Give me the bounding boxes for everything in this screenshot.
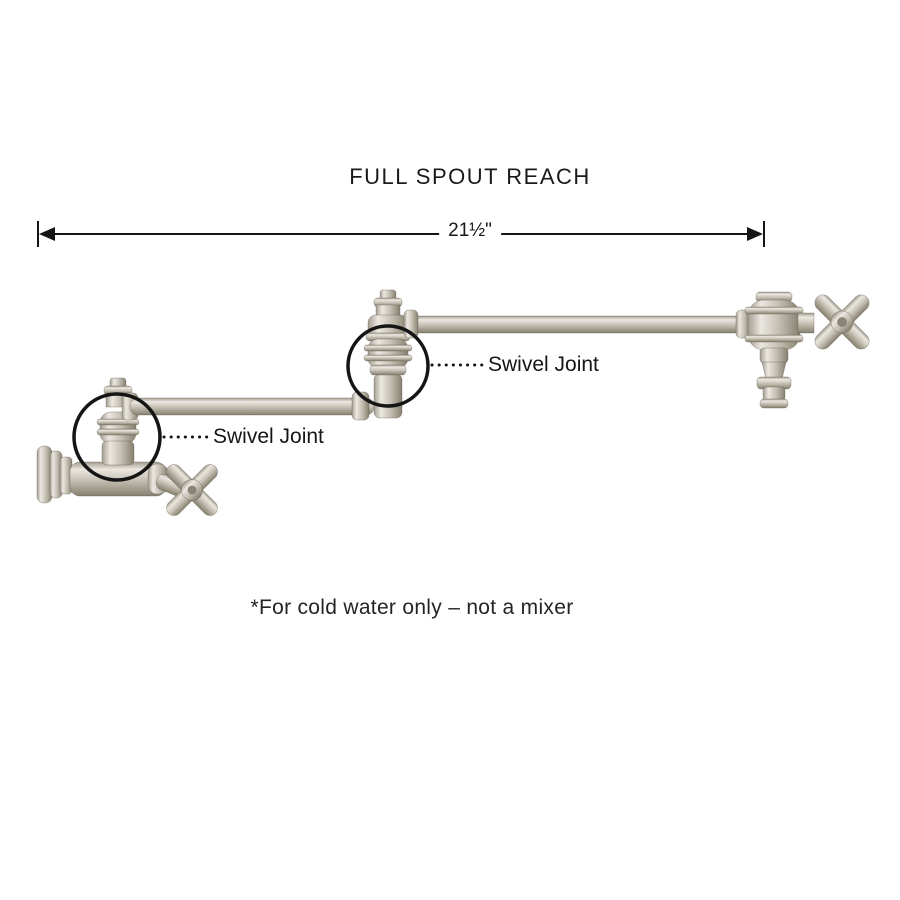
footnote: *For cold water only – not a mixer [250,596,574,619]
spout-outlet-part [756,347,792,409]
lower-valve-handle-part [147,463,218,516]
upper-arm-part [405,315,755,334]
callout-swivel-joint-upper: Swivel Joint [488,353,599,376]
lower-swivel-joint-part [96,377,140,466]
swivel-joint-circle-lower [72,392,162,482]
cross-handle-right [814,294,870,350]
right-end-part [735,291,870,409]
swivel-joint-circle-upper [346,324,430,408]
cross-handle-left [166,464,218,516]
diagram-title: FULL SPOUT REACH [349,164,591,189]
lower-arm-part [121,391,375,421]
faucet-illustration [36,289,870,516]
dimension-arrow-left [39,227,55,241]
dimension-label: 21½" [439,220,501,242]
dimension-arrow-right [747,227,763,241]
wall-flange-part [36,445,167,504]
callout-swivel-joint-lower: Swivel Joint [213,425,324,448]
dimension-line [37,221,765,247]
